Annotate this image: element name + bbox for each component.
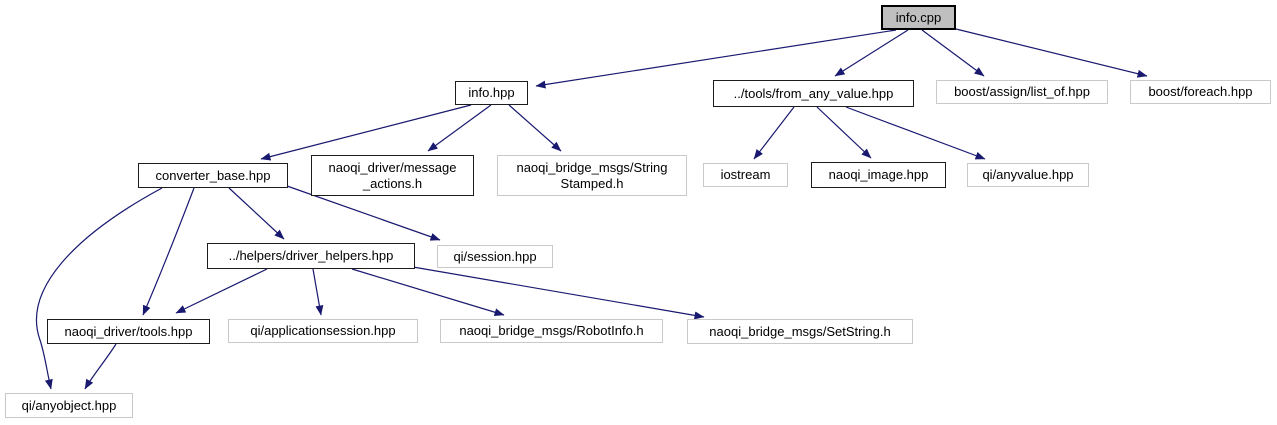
node-qi-anyobject-hpp: qi/anyobject.hpp [5,393,133,418]
node-tools-from-any-value-hpp[interactable]: ../tools/from_any_value.hpp [713,80,914,107]
edge-info_cpp-from_any_value [834,29,909,77]
edge-driver_helpers-setstring [412,266,705,320]
edge-info_cpp-list_of [921,29,985,77]
node-helpers-driver-helpers-hpp[interactable]: ../helpers/driver_helpers.hpp [207,243,415,269]
node-info-hpp[interactable]: info.hpp [455,81,528,105]
node-naoqi-driver-message-actions-h[interactable]: naoqi_driver/message _actions.h [311,155,474,196]
edge-converter_base-anyobject [35,187,163,390]
node-naoqi-bridge-msgs-robotinfo-h: naoqi_bridge_msgs/RobotInfo.h [440,319,663,343]
edge-driver_helpers-applicationsession [312,268,324,316]
edge-from_any_value-naoqi_image [816,106,872,159]
edge-from_any_value-anyvalue [845,106,986,160]
node-naoqi-bridge-msgs-string-stamped-h: naoqi_bridge_msgs/String Stamped.h [497,155,687,196]
node-naoqi-bridge-msgs-setstring-h: naoqi_bridge_msgs/SetString.h [687,319,913,344]
edge-tools-anyobject [84,343,117,390]
edge-info_hpp-converter_base [260,104,472,161]
edge-from_any_value-iostream [753,106,795,160]
node-boost-foreach-hpp: boost/foreach.hpp [1130,80,1271,104]
edge-info_hpp-string_stamped [508,104,562,152]
node-qi-session-hpp: qi/session.hpp [437,245,553,268]
node-naoqi-driver-tools-hpp[interactable]: naoqi_driver/tools.hpp [47,319,210,344]
node-naoqi-image-hpp[interactable]: naoqi_image.hpp [811,162,946,188]
node-qi-applicationsession-hpp: qi/applicationsession.hpp [228,319,418,343]
edge-info_cpp-foreach [955,28,1148,78]
edge-driver_helpers-robotinfo [351,268,505,317]
node-converter-base-hpp[interactable]: converter_base.hpp [138,163,288,188]
edge-converter_base-driver_helpers [228,187,285,240]
edge-converter_base-tools [142,187,195,316]
edge-driver_helpers-tools [175,268,268,314]
node-info-cpp: info.cpp [881,5,956,30]
node-boost-assign-list-of-hpp: boost/assign/list_of.hpp [936,80,1108,104]
edge-info_hpp-message_actions [427,104,492,152]
node-iostream: iostream [703,163,788,187]
node-qi-anyvalue-hpp: qi/anyvalue.hpp [967,163,1089,187]
edge-info_cpp-info_hpp [535,29,897,89]
